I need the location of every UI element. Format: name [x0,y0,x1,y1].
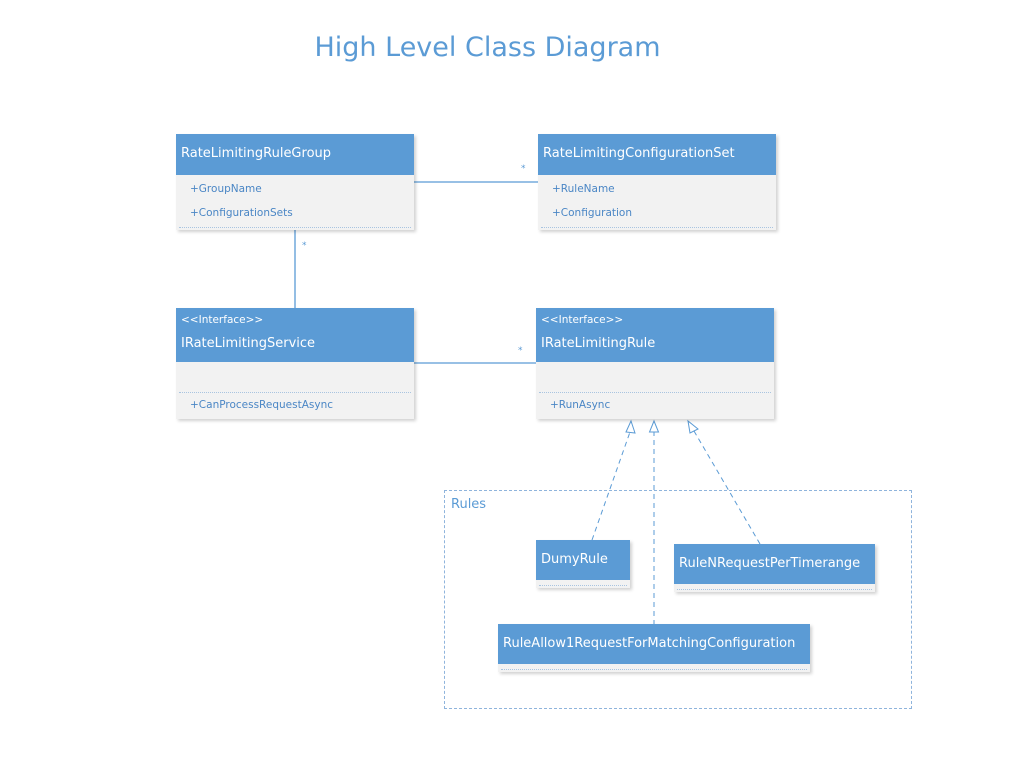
realization-arrowhead-nrequest [687,419,699,434]
class-dumy-rule[interactable]: DumyRule [536,540,630,588]
multiplicity-configset: * [521,164,526,174]
package-label: Rules [451,497,487,512]
member-run-async: +RunAsync [550,399,611,411]
multiplicity-rule: * [518,346,523,356]
class-rate-limiting-configuration-set[interactable]: RateLimitingConfigurationSet +RuleName +… [538,134,776,230]
class-name: IRateLimitingService [181,336,316,351]
class-header: <<Interface>> IRateLimitingService [176,308,414,362]
class-divider [501,669,807,670]
class-irate-limiting-rule[interactable]: <<Interface>> IRateLimitingRule +RunAsyn… [536,308,774,419]
package-rules[interactable]: Rules [444,490,912,709]
class-header: RateLimitingRuleGroup [176,134,414,175]
class-name: RuleNRequestPerTimerange [679,556,861,571]
member-configuration-sets: +ConfigurationSets [190,207,293,219]
class-header: RuleAllow1RequestForMatchingConfiguratio… [498,624,810,664]
member-group-name: +GroupName [190,183,262,195]
realization-arrowhead-allow1 [648,419,660,433]
class-irate-limiting-service[interactable]: <<Interface>> IRateLimitingService +CanP… [176,308,414,419]
class-name: RuleAllow1RequestForMatchingConfiguratio… [503,636,796,651]
class-divider [539,392,771,393]
class-divider [179,227,411,228]
class-header: RateLimitingConfigurationSet [538,134,776,175]
class-header: DumyRule [536,540,630,580]
class-stereotype: <<Interface>> [181,314,264,326]
diagram-title: High Level Class Diagram [314,32,661,63]
multiplicity-group: * [302,241,307,251]
class-header: RuleNRequestPerTimerange [674,544,875,584]
class-divider [539,585,627,586]
class-name: IRateLimitingRule [541,336,656,351]
class-stereotype: <<Interface>> [541,314,624,326]
class-header: <<Interface>> IRateLimitingRule [536,308,774,362]
class-rate-limiting-rule-group[interactable]: RateLimitingRuleGroup +GroupName +Config… [176,134,414,230]
member-can-process-request-async: +CanProcessRequestAsync [190,399,333,411]
class-name: DumyRule [541,552,608,567]
class-divider [179,392,411,393]
member-rule-name: +RuleName [552,183,615,195]
class-rule-allow-1-request[interactable]: RuleAllow1RequestForMatchingConfiguratio… [498,624,810,672]
realization-arrowhead-dumyrule [625,419,636,434]
member-configuration: +Configuration [552,207,633,219]
class-name: RateLimitingConfigurationSet [543,146,735,161]
class-divider [677,589,872,590]
realization-nrequest [693,430,761,545]
class-name: RateLimitingRuleGroup [181,146,332,161]
class-rule-n-request-per-timerange[interactable]: RuleNRequestPerTimerange [674,544,875,592]
class-divider [541,227,773,228]
realization-dumyrule [591,431,631,541]
